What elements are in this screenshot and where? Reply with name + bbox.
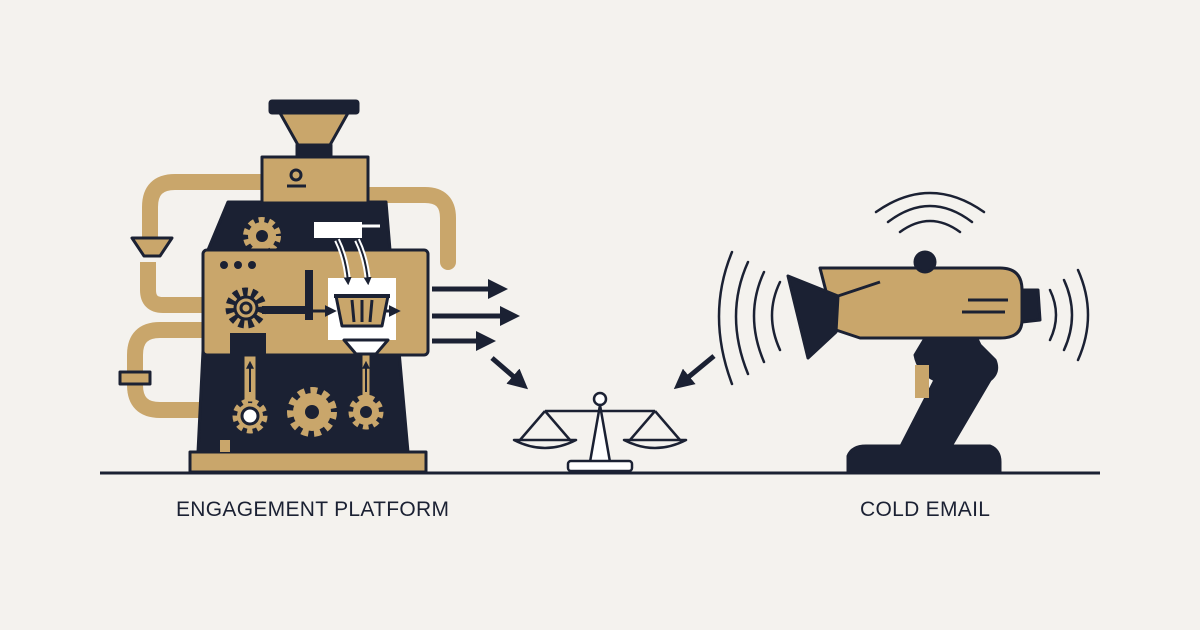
engagement-platform-label: ENGAGEMENT PLATFORM — [176, 498, 450, 521]
gear-bottom-right — [348, 394, 384, 430]
megaphone-body — [818, 266, 1024, 340]
gear-bottom-center — [287, 387, 337, 437]
megaphone-end — [1020, 288, 1042, 324]
hopper-cap — [268, 99, 360, 115]
sound-waves-icon — [717, 191, 1090, 386]
side-funnel — [130, 236, 174, 258]
megaphone-bell — [786, 274, 840, 360]
machine-head — [260, 155, 370, 205]
gear-bottom-left — [232, 398, 268, 434]
cold-email-label: COLD EMAIL — [860, 498, 991, 521]
cold-email-megaphone-icon — [786, 250, 1042, 474]
gear-panel — [225, 287, 267, 329]
pipe-bottom-left — [127, 322, 205, 418]
output-arrows — [432, 279, 716, 390]
megaphone-button — [913, 250, 937, 274]
engagement-machine-icon — [118, 99, 456, 474]
machine-base — [188, 450, 428, 474]
press-block — [230, 333, 266, 355]
pipe-top-right — [360, 187, 456, 270]
hopper-funnel — [278, 111, 350, 147]
megaphone-stand-arm — [898, 325, 999, 450]
pipe-left-loop — [140, 262, 205, 313]
balance-scale-icon — [512, 391, 688, 473]
gear-top — [243, 217, 281, 255]
megaphone-stand-base — [846, 444, 1002, 474]
pipe-top-left — [142, 174, 270, 256]
